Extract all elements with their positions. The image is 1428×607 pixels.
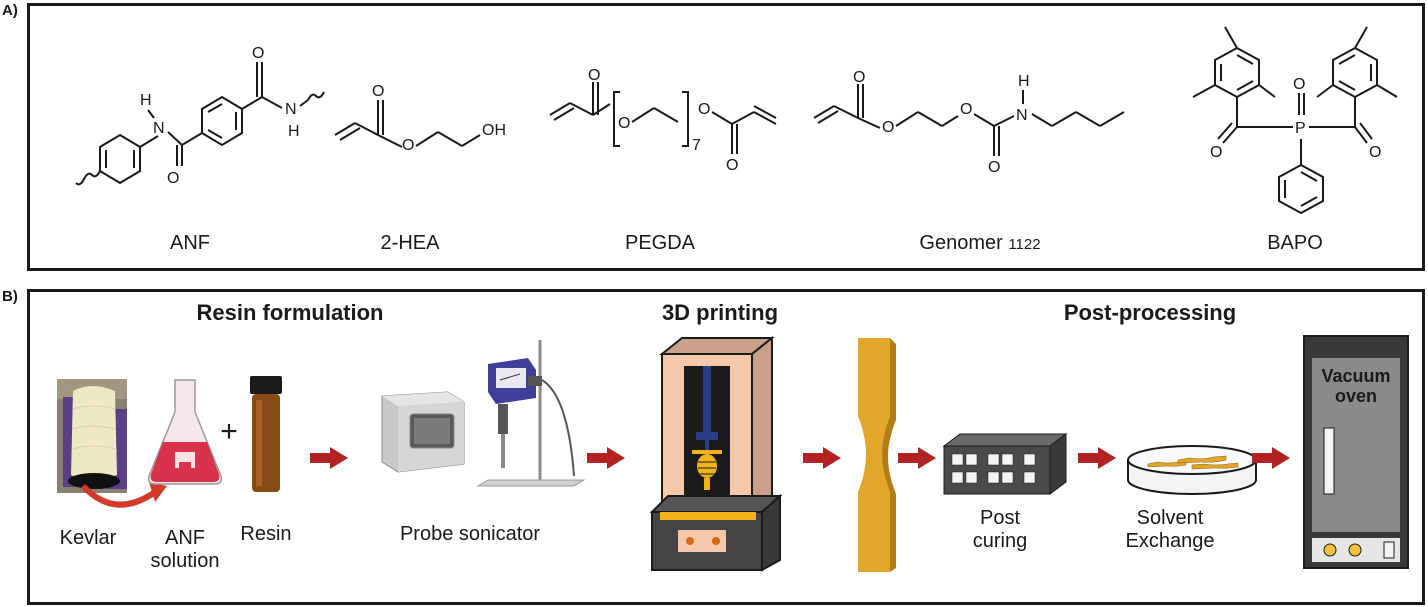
flow-arrow-2 [587,447,625,469]
post-curing-label: Post curing [950,507,1050,553]
kevlar-to-flask-arrow [80,482,167,508]
anf-h2-label: H [288,123,300,140]
hea-label: 2-HEA [380,232,440,254]
bapo-label: BAPO [1267,232,1323,254]
solvent-exchange-dish [1127,445,1257,495]
anf-solution-label: ANF solution [140,527,230,573]
genomer-suffix: 1122 [1008,236,1041,253]
probe-sonicator-image [381,340,586,487]
anf-solution-line1: ANF [165,527,205,549]
pegda-label: PEGDA [624,232,696,254]
genomer-o1-label: O [853,69,865,86]
vacuum-oven-image [1303,335,1409,569]
genomer-n-label: N [1016,107,1028,124]
pegda-o4-label: O [726,157,738,174]
post-curing-line2: curing [972,530,1028,552]
genomer-o3-label: O [960,101,972,118]
genomer-label: Genomer 1122 [895,232,1065,256]
pegda-o3-label: O [698,101,710,118]
post-curing-line1: Post [979,507,1021,529]
anf-label: ANF [170,232,210,254]
pegda-structure: O O 7 O O [549,67,777,174]
flow-arrow-1 [310,447,348,469]
solvent-exchange-label: Solvent Exchange [1115,507,1225,553]
bapo-o1-label: O [1210,144,1222,161]
3d-printer-image [649,335,783,572]
hea-structure: O O OH [334,83,506,154]
kevlar-label: Kevlar [59,527,117,549]
flow-arrow-4 [898,447,936,469]
plus-sign: + [220,415,238,448]
hea-o1-label: O [372,83,384,100]
pegda-o2-label: O [618,115,630,132]
anf-flask [147,379,223,485]
vacuum-oven-line1: Vacuum [1321,366,1391,386]
dogbone-specimen [858,338,896,572]
panel-a-letter: A) [2,2,18,19]
anf-o1-label: O [167,170,179,187]
bapo-o2-label: O [1293,76,1305,93]
genomer-structure: O O O O N H [813,69,1125,176]
bapo-o3-label: O [1369,144,1381,161]
anf-solution-line2: solution [150,550,220,572]
panel-b-letter: B) [2,288,18,305]
panel-a-frame [27,3,1425,271]
solvent-exchange-line1: Solvent [1136,507,1204,529]
flow-arrow-3 [803,447,841,469]
section-resin-formulation: Resin formulation [196,300,384,325]
section-3d-printing: 3D printing [661,300,779,325]
flow-arrow-6 [1252,447,1290,469]
anf-h-label: H [140,92,152,109]
hea-o2-label: O [402,137,414,154]
anf-n2-label: N [285,101,297,118]
bapo-p-label: P [1295,120,1306,137]
anf-structure: N H O O N H [75,45,325,187]
panel-b-frame [27,289,1425,605]
genomer-o2-label: O [882,119,894,136]
resin-vial [250,376,282,492]
genomer-name: Genomer [919,232,1003,254]
bapo-structure: O P O O [1192,26,1398,215]
section-post-processing: Post-processing [1063,300,1237,325]
kevlar-spool-image [57,379,127,493]
pegda-o1-label: O [588,67,600,84]
genomer-h-label: H [1018,73,1030,90]
hea-oh-label: OH [482,122,506,139]
solvent-exchange-line2: Exchange [1125,530,1215,552]
vacuum-oven-line2: oven [1334,386,1377,406]
post-curing-chamber [942,433,1068,495]
flow-arrow-5 [1078,447,1116,469]
vacuum-oven-label: Vacuum oven [1308,366,1404,406]
genomer-o4-label: O [988,159,1000,176]
pegda-repeat-subscript: 7 [692,137,701,154]
resin-label: Resin [240,523,292,545]
anf-o2-label: O [252,45,264,62]
probe-sonicator-label: Probe sonicator [399,523,541,545]
anf-n-label: N [153,120,165,137]
